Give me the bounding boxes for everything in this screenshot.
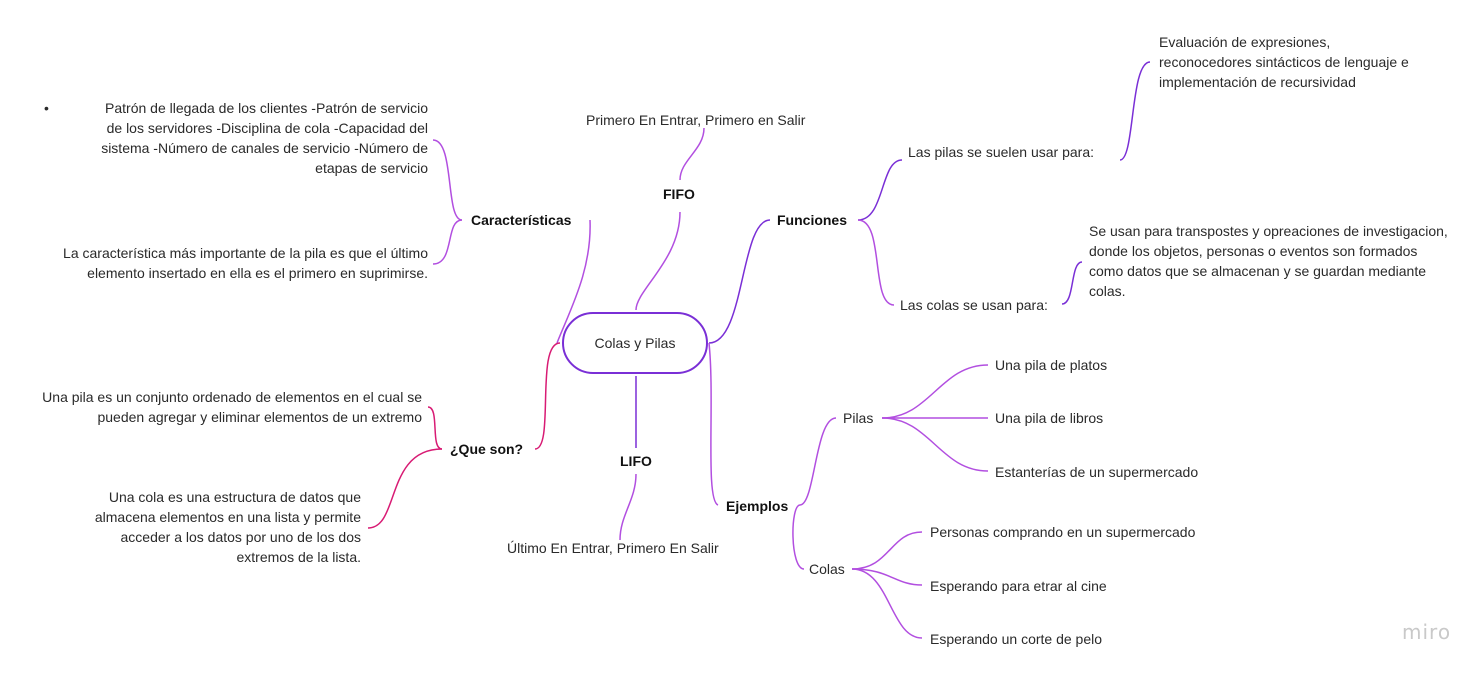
ejemplos-pilas-item-3[interactable]: Estanterías de un supermercado (995, 464, 1199, 480)
funciones-pilas-detail-line-3: implementación de recursividad (1159, 74, 1356, 90)
connector-ejemplos-pilas (799, 417, 837, 506)
connector-fifo-description (679, 127, 705, 181)
queson-item-2-line-3: acceder a los datos por uno de los dos (120, 529, 362, 545)
ejemplos-colas-item-3[interactable]: Esperando un corte de pelo (930, 631, 1103, 647)
connector-colas-item1 (851, 531, 923, 570)
connector-center-funciones (708, 219, 771, 344)
funciones-node[interactable]: Funciones (777, 212, 848, 228)
connector-pilas-item1 (881, 364, 989, 419)
lifo-description[interactable]: Último En Entrar, Primero En Salir (507, 540, 719, 556)
queson-item-1[interactable]: Una pila es un conjunto ordenado de elem… (8, 387, 422, 427)
lifo-node[interactable]: LIFO (620, 453, 652, 469)
ejemplos-pilas-item-1[interactable]: Una pila de platos (995, 357, 1108, 373)
queson-item-2-line-2: almacena elementos en una lista y permit… (94, 509, 361, 525)
connector-lifo-description (619, 473, 637, 541)
caracteristicas-item-2[interactable]: La característica más importante de la p… (20, 243, 428, 283)
funciones-pilas-node[interactable]: Las pilas se suelen usar para: (908, 144, 1094, 160)
center-node[interactable]: Colas y Pilas (562, 312, 708, 374)
funciones-colas-detail-line-1: Se usan para transpostes y opreaciones d… (1089, 223, 1448, 239)
funciones-pilas-detail[interactable]: Evaluación de expresiones, reconocedores… (1159, 32, 1409, 92)
connector-caracteristicas-item2 (432, 219, 463, 265)
caracteristicas-item-2-line-1: La característica más importante de la p… (63, 245, 428, 261)
connector-funciones-pilas (857, 159, 903, 221)
funciones-pilas-detail-line-1: Evaluación de expresiones, (1159, 34, 1331, 50)
connector-queson-item2 (367, 448, 443, 529)
connector-queson-item1 (427, 406, 443, 450)
connector-funciones-pilas-detail (1119, 61, 1151, 161)
connector-funciones-colas-detail (1061, 261, 1083, 305)
funciones-colas-detail-line-2: donde los objetos, personas o eventos so… (1089, 243, 1418, 259)
ejemplos-colas-node[interactable]: Colas (809, 561, 845, 577)
queson-node[interactable]: ¿Que son? (450, 441, 524, 457)
queson-item-2[interactable]: Una cola es una estructura de datos que … (60, 487, 361, 567)
funciones-colas-detail-line-3: como datos que se almacenan y se guardan… (1089, 263, 1426, 279)
connector-funciones-colas (857, 219, 895, 306)
ejemplos-colas-item-2[interactable]: Esperando para etrar al cine (930, 578, 1107, 594)
funciones-pilas-detail-line-2: reconocedores sintácticos de lenguaje e (1159, 54, 1409, 70)
queson-item-1-line-2: pueden agregar y eliminar elementos de u… (97, 409, 422, 425)
caracteristicas-item-1-line-2: de los servidores -Disciplina de cola -C… (106, 120, 428, 136)
caracteristicas-item-2-line-2: elemento insertado en ella es el primero… (87, 265, 428, 281)
funciones-colas-detail-line-4: colas. (1089, 283, 1126, 299)
connector-center-queson (534, 342, 561, 450)
funciones-colas-detail[interactable]: Se usan para transpostes y opreaciones d… (1089, 221, 1448, 301)
caracteristicas-item-1[interactable]: Patrón de llegada de los clientes -Patró… (44, 98, 428, 178)
caracteristicas-node[interactable]: Características (471, 212, 572, 228)
miro-logo: miro (1402, 620, 1452, 644)
connector-center-caracteristicas (556, 219, 591, 344)
ejemplos-colas-item-1[interactable]: Personas comprando en un supermercado (930, 524, 1196, 540)
fifo-description[interactable]: Primero En Entrar, Primero en Salir (586, 112, 806, 128)
connector-pilas-item3 (881, 417, 989, 472)
connector-caracteristicas-item1 (432, 139, 463, 221)
queson-item-1-line-1: Una pila es un conjunto ordenado de elem… (42, 389, 422, 405)
ejemplos-pilas-item-2[interactable]: Una pila de libros (995, 410, 1104, 426)
ejemplos-node[interactable]: Ejemplos (726, 498, 789, 514)
queson-item-2-line-4: extremos de la lista. (236, 549, 362, 565)
center-node-label: Colas y Pilas (594, 335, 676, 351)
ejemplos-pilas-node[interactable]: Pilas (843, 410, 874, 426)
connector-colas-item3 (851, 568, 923, 639)
caracteristicas-item-1-line-4: etapas de servicio (315, 160, 428, 176)
connector-center-ejemplos (708, 342, 719, 506)
connector-center-fifo (635, 211, 681, 311)
connector-ejemplos-colas (792, 504, 805, 570)
funciones-colas-node[interactable]: Las colas se usan para: (900, 297, 1048, 313)
fifo-node[interactable]: FIFO (663, 186, 695, 202)
caracteristicas-item-1-line-1: Patrón de llegada de los clientes -Patró… (44, 98, 428, 118)
connector-colas-item2 (851, 568, 923, 586)
queson-item-2-line-1: Una cola es una estructura de datos que (108, 489, 361, 505)
caracteristicas-item-1-line-3: sistema -Número de canales de servicio -… (101, 140, 428, 156)
